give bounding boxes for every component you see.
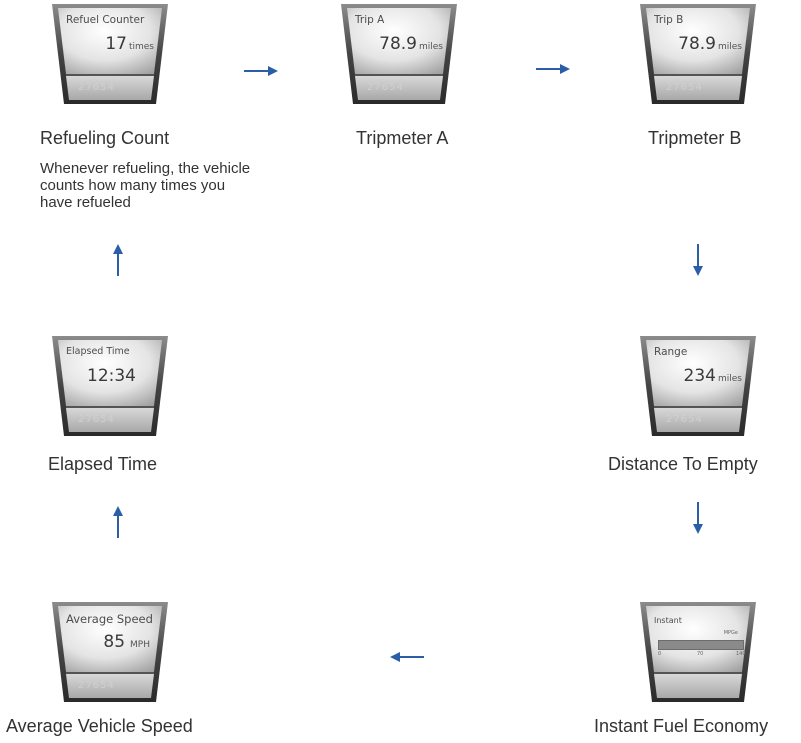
odometer-ghost: 27654 [367, 82, 404, 93]
value-unit: times [128, 42, 154, 52]
value-unit: MPH [130, 640, 150, 650]
caption-instant-fuel-economy: Instant Fuel Economy [594, 716, 769, 736]
display-value: 85 MPH [103, 632, 150, 652]
display-title: Instant [654, 616, 682, 625]
value-unit: miles [718, 42, 742, 52]
caption-elapsed-time: Elapsed Time [48, 454, 158, 474]
odometer-ghost: 27654 [78, 82, 115, 93]
odometer-ghost: 27654 [666, 82, 703, 93]
arrow-right-icon [536, 64, 570, 74]
arrow-left-icon [390, 652, 424, 662]
value-number: 85 [103, 632, 126, 652]
display-title: Elapsed Time [66, 346, 130, 357]
display-title: Trip A [355, 14, 385, 26]
odometer-ghost: 27654 [78, 680, 115, 691]
gauge-tick-label: 0 [658, 651, 662, 657]
arrow-down-icon [693, 502, 703, 534]
value-number: 78.9 [678, 34, 716, 54]
caption-refueling-count: Refueling Count [40, 128, 170, 148]
display-title: Trip B [654, 14, 684, 26]
average-speed-display: Average Speed 85 MPH 27654 [48, 600, 172, 704]
description-line: counts how many times you [40, 177, 226, 194]
value-unit: miles [718, 374, 742, 384]
gauge-unit: MPGe [723, 630, 738, 636]
display-title: Range [654, 346, 688, 358]
value-number: 78.9 [379, 34, 417, 54]
display-title: Refuel Counter [66, 14, 145, 26]
value-unit: miles [419, 42, 443, 52]
value-number: 234 [683, 366, 716, 386]
fuel-economy-gauge-bar [658, 640, 744, 650]
gauge-tick-label: 140 [736, 651, 746, 657]
arrow-up-icon [113, 506, 123, 538]
odometer-ghost: 27654 [666, 414, 703, 425]
refueling-description: Whenever refueling, the vehicle counts h… [40, 160, 250, 211]
arrow-right-icon [244, 66, 278, 76]
value-number: 12:34 [87, 366, 136, 386]
caption-average-vehicle-speed: Average Vehicle Speed [6, 716, 193, 736]
description-line: have refueled [40, 194, 131, 211]
description-line: Whenever refueling, the vehicle [40, 160, 251, 177]
caption-tripmeter-a: Tripmeter A [356, 128, 449, 148]
arrow-up-icon [113, 244, 123, 276]
instant-fuel-economy-display: Instant MPGe 0 70 140 [636, 600, 760, 704]
value-number: 17 [105, 34, 127, 54]
arrow-down-icon [693, 244, 703, 276]
gauge-tick-label: 70 [697, 651, 704, 657]
caption-tripmeter-b: Tripmeter B [648, 128, 742, 148]
caption-distance-to-empty: Distance To Empty [608, 454, 758, 474]
odometer-ghost: 27654 [78, 414, 115, 425]
display-value: 12:34 [87, 366, 136, 386]
display-title: Average Speed [66, 612, 153, 626]
elapsed-time-display: Elapsed Time 12:34 27654 [48, 334, 172, 438]
